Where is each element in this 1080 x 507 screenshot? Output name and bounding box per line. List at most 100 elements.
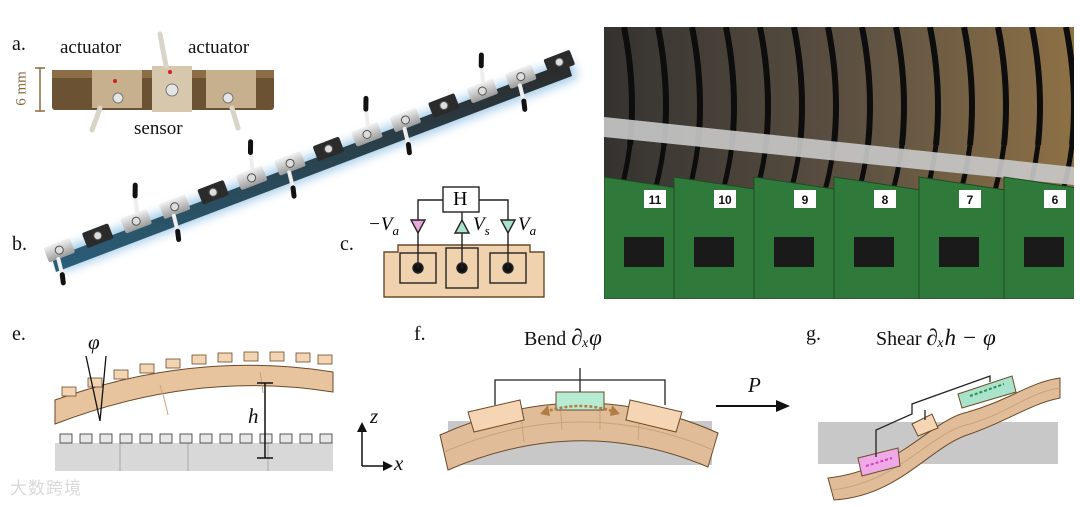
panel-label-e: e. — [12, 323, 26, 345]
ground-tooth — [259, 433, 273, 444]
chain-cell — [505, 64, 537, 112]
chain-cell — [159, 194, 191, 242]
board-number-tag — [714, 190, 736, 208]
chip — [1024, 237, 1064, 267]
panel-e-diagram — [54, 351, 393, 471]
circuit-h-label: H — [453, 188, 468, 210]
beam-tooth — [165, 358, 181, 369]
chain-cell — [351, 95, 383, 147]
panel-c-circuit — [383, 186, 545, 298]
beam-tooth — [139, 363, 155, 374]
ground-tooth — [219, 433, 233, 444]
chip — [854, 237, 894, 267]
board-number-tag — [874, 190, 896, 208]
panel-a-photo — [35, 31, 274, 133]
phi-label: φ — [88, 330, 100, 354]
cable — [1029, 27, 1043, 146]
cable — [825, 27, 839, 146]
beam-tooth — [87, 377, 103, 388]
ground-tooth — [99, 433, 113, 444]
panel-label-g: g. — [806, 323, 821, 345]
chip — [694, 237, 734, 267]
chain-cell — [274, 151, 306, 199]
va-neg-sub: a — [392, 222, 399, 238]
panel-b-chain — [43, 50, 578, 286]
chip — [774, 237, 814, 267]
ground-tooth — [79, 433, 93, 444]
ground-tooth — [319, 433, 333, 444]
watermark: 大数跨境 — [10, 479, 82, 499]
board-number: 7 — [967, 193, 974, 207]
actuator-right-label: actuator — [188, 37, 250, 58]
va-sub: a — [529, 222, 537, 238]
cable — [995, 27, 1009, 146]
ground-tooth — [119, 433, 133, 444]
board-number: 6 — [1052, 193, 1059, 207]
panel-label-a: a. — [12, 33, 26, 55]
shear-title: Shear ∂ₓh − φ — [876, 325, 996, 351]
x-axis-label: x — [394, 451, 404, 475]
chain-cell — [313, 137, 344, 161]
board-number: 8 — [882, 193, 889, 207]
board-number: 11 — [649, 193, 662, 207]
chain-cell — [467, 52, 498, 103]
ground-tooth — [59, 433, 73, 444]
bend-math: ∂ₓφ — [571, 325, 602, 350]
h-label: h — [248, 404, 259, 428]
bend-title: Bend ∂ₓφ — [524, 325, 602, 351]
ground-tooth — [139, 433, 153, 444]
circuit-va: Va — [518, 214, 536, 239]
chain-cell — [43, 238, 75, 286]
shear-word: Shear — [876, 328, 922, 350]
ground-tooth — [279, 433, 293, 444]
ground-tooth — [239, 433, 253, 444]
cable — [791, 27, 805, 146]
chain-cell — [82, 223, 114, 248]
panel-label-c: c. — [340, 233, 354, 255]
chain-cell — [197, 180, 229, 205]
cable — [927, 27, 941, 146]
panel-g-diagram — [818, 375, 1061, 501]
circuit-vs: Vs — [473, 214, 490, 239]
board-number-tag — [644, 190, 666, 208]
chain-cell — [236, 139, 267, 190]
board-number-tag — [794, 190, 816, 208]
board-number-tag — [1044, 190, 1066, 208]
beam-tooth — [317, 354, 333, 365]
chain-cell — [390, 108, 421, 156]
beam-tooth — [191, 354, 207, 365]
ground-tooth — [199, 433, 213, 444]
beam-tooth — [295, 352, 311, 363]
board-number: 9 — [802, 193, 809, 207]
chip — [939, 237, 979, 267]
cable — [1063, 27, 1074, 146]
va-text: V — [518, 214, 530, 235]
bend-word: Bend — [524, 328, 567, 350]
panel-label-b: b. — [12, 233, 27, 255]
chain-cell — [120, 182, 152, 234]
sensor-label: sensor — [134, 118, 183, 139]
panel-label-f: f. — [414, 323, 426, 345]
panel-f-diagram — [439, 368, 719, 471]
cable — [893, 27, 907, 146]
beam-tooth — [217, 352, 233, 363]
cable — [961, 27, 975, 146]
p-arrow — [716, 400, 790, 412]
beam-tooth — [243, 351, 259, 362]
ground-tooth — [179, 433, 193, 444]
vs-sub: s — [484, 222, 490, 238]
ground-tooth — [159, 433, 173, 444]
chain-cell — [428, 93, 460, 118]
p-label: P — [748, 373, 761, 397]
cable — [757, 27, 771, 146]
z-axis-label: z — [370, 404, 379, 428]
shear-math: ∂ₓh − φ — [926, 325, 996, 350]
cable — [859, 27, 873, 146]
chain-cell — [543, 50, 575, 75]
actuator-left-label: actuator — [60, 37, 122, 58]
beam-tooth — [113, 369, 129, 380]
ground-tooth — [299, 433, 313, 444]
board-number-tag — [959, 190, 981, 208]
